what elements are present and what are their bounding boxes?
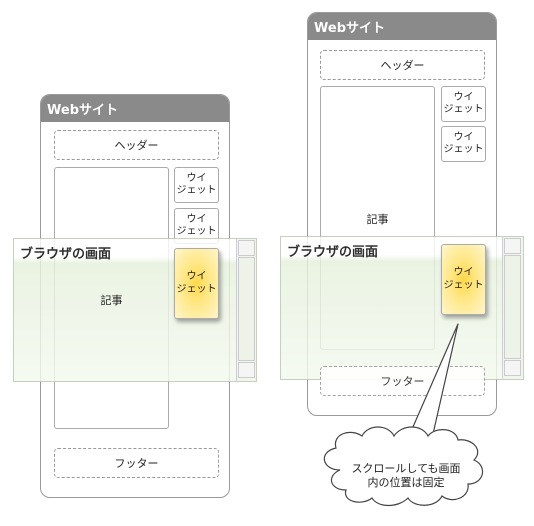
right-scroll-up-button — [504, 238, 521, 254]
left-browser-scrollbar — [236, 239, 256, 381]
right-browser-label: ブラウザの画面 — [287, 245, 379, 260]
right-scroll-down-button — [504, 360, 521, 376]
left-site-title: Webサイト — [41, 95, 229, 122]
left-scroll-up-button — [238, 240, 255, 256]
right-footer: フッター — [320, 366, 485, 396]
left-footer: フッター — [54, 448, 219, 478]
left-browser-label: ブラウザの画面 — [20, 247, 112, 262]
left-header: ヘッダー — [54, 130, 219, 160]
right-widget-2: ウイ ジェット — [441, 126, 486, 162]
left-fixed-widget: ウイ ジェット — [174, 248, 219, 319]
right-fixed-widget: ウイ ジェット — [441, 244, 486, 315]
right-widget-1: ウイ ジェット — [441, 86, 486, 122]
left-scroll-thumb — [238, 257, 255, 361]
right-scroll-thumb — [504, 255, 521, 359]
right-site-title: Webサイト — [308, 13, 496, 40]
right-browser-scrollbar — [502, 237, 523, 379]
right-article-label: 記事 — [366, 213, 389, 226]
left-widget-1: ウイ ジェット — [174, 167, 219, 203]
callout-text: スクロールしても画面 内の位置は固定 — [351, 462, 461, 490]
left-article-label: 記事 — [100, 294, 123, 307]
right-header: ヘッダー — [320, 50, 485, 80]
callout-cloud-shape — [323, 426, 484, 507]
left-scroll-down-button — [238, 362, 255, 378]
